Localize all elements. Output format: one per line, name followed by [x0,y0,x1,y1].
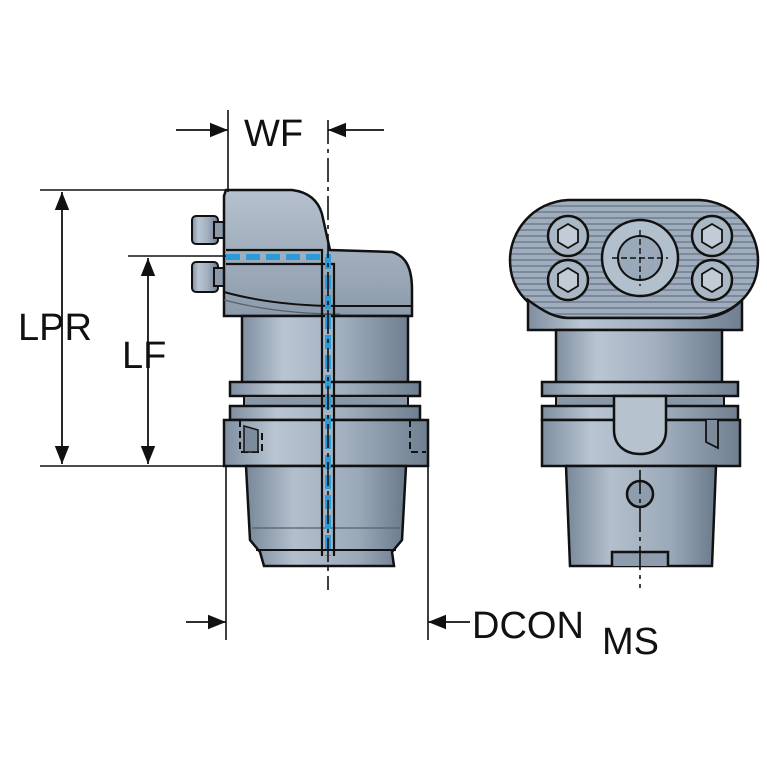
front-neck [554,328,724,386]
lf-label: LF [122,335,166,377]
side-view [191,120,430,590]
lpr-label: LPR [18,307,92,349]
dimensions [40,110,470,640]
drive-key [612,394,668,456]
hex-socket-screw-icon [191,215,225,245]
front-view [508,198,760,588]
hex-socket-screw-icon [546,258,590,302]
crosshair-icon [600,218,680,298]
hex-socket-screw-icon [546,214,590,258]
hex-socket-screw-icon [690,214,734,258]
wf-label: WF [244,113,303,155]
front-shank [564,464,718,568]
dcon-subscript: MS [602,621,659,663]
hex-socket-screw-icon [690,258,734,302]
dcon-label: DCON [472,605,584,647]
hex-socket-screw-icon [191,261,225,293]
cutting-head [222,188,414,318]
